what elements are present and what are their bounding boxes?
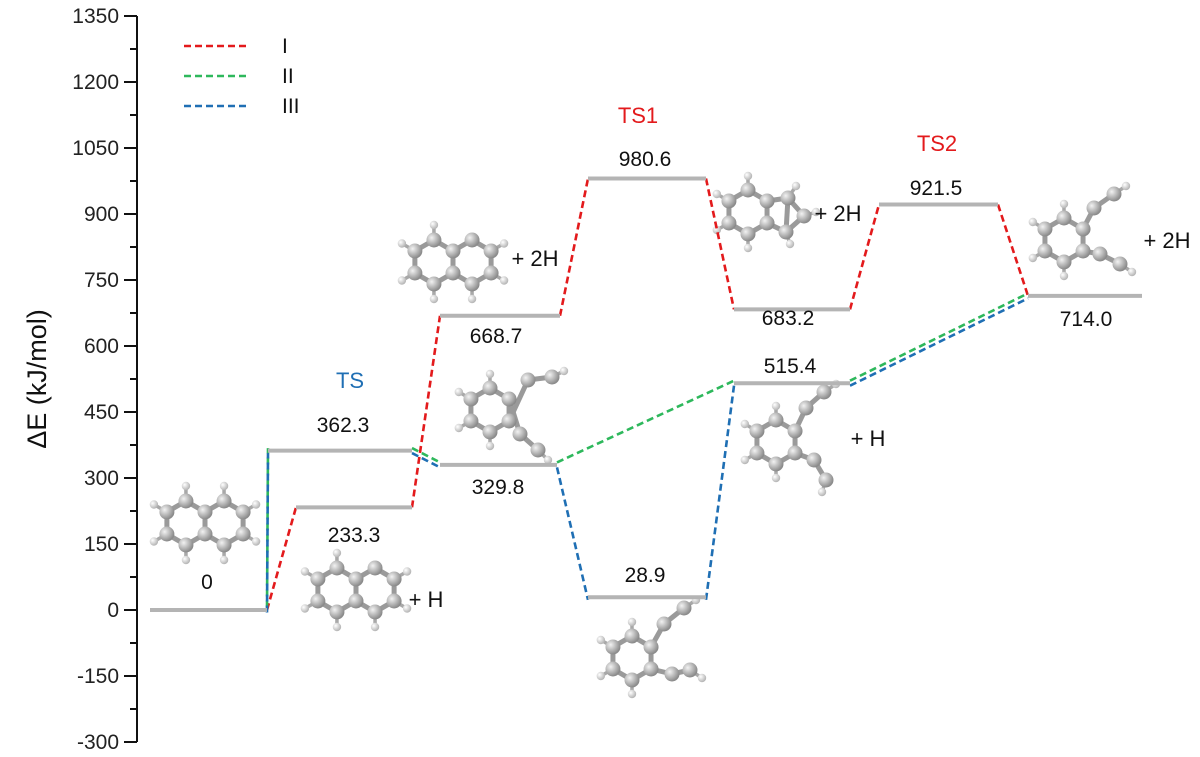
connector-lines [265,178,1030,613]
legend-label-I: I [282,35,288,58]
annotation-plus-h-2: + H [851,426,886,451]
molecule-illustrations [149,171,1137,699]
level-labels: 0 362.3 233.3 668.7 329.8 980.6 28.9 683.2 515.4… [201,148,1112,594]
annotation-ts2: TS2 [917,131,957,156]
connector-II-int6-final [849,292,1029,382]
level-label-ts2: 921.5 [910,177,963,200]
molecule-chain-b [596,595,707,699]
connector-II-ts-int3 [411,446,441,464]
molecule-chain-d [1028,181,1137,281]
annotation-plus-2h-3: + 2H [1143,228,1190,253]
annotation-ts: TS [336,368,364,393]
connector-I-ts2-final [996,204,1030,297]
level-label-int2: 668.7 [470,325,523,348]
y-tick-label: 300 [84,467,119,490]
level-label-int6: 515.4 [764,355,817,378]
y-tick-label: 0 [107,599,119,622]
molecule-naphthyl-h [300,548,412,632]
y-tick-label: 450 [84,401,119,424]
y-axis: -300 -150 0 150 300 450 600 750 900 1050 1200 1350Δ… [22,5,138,754]
molecule-chain-c [740,379,841,497]
connector-I-ts1-int5 [704,178,736,310]
connector-III-int3-int4 [555,467,590,601]
level-label-int3: 329.8 [472,476,525,499]
level-label-int4: 28.9 [625,564,666,587]
molecule-chain-a [454,366,569,465]
molecule-naphthyl-2h [397,220,509,304]
y-tick-label: 600 [84,335,119,358]
connector-I-start-int1 [265,506,298,611]
y-tick-label: 1050 [72,137,119,160]
level-label-final: 714.0 [1060,308,1113,331]
connector-III-int4-int6 [704,385,736,600]
connector-III-int6-final [849,297,1029,387]
y-tick-label: 900 [84,203,119,226]
connector-II-int3-int6 [556,379,735,464]
y-axis-title: ΔE (kJ/mol) [22,309,52,449]
y-tick-label: 1200 [72,71,119,94]
energy-levels [150,176,1142,612]
connector-I-int5-ts2 [848,204,881,310]
connector-I-int2-ts1 [558,178,590,317]
level-label-int1: 233.3 [328,524,381,547]
y-tick-label: 750 [84,269,119,292]
annotation-ts1: TS1 [618,103,658,128]
y-tick-label: 1350 [72,5,119,28]
level-label-ts: 362.3 [317,414,370,437]
molecule-fused-ring [712,171,821,253]
y-tick-label: 150 [84,533,119,556]
connector-I-int1-int2 [410,315,442,508]
y-tick-label: -150 [77,665,119,688]
level-label-ts1: 980.6 [619,148,672,171]
molecule-naphthalene [149,481,261,565]
connector-III-ts-int3 [411,451,441,469]
annotation-plus-h-1: + H [409,587,444,612]
legend-label-III: III [282,95,300,118]
connector-III-start-ts [265,453,270,613]
annotation-plus-2h-1: + 2H [511,246,558,271]
level-label-int5: 683.2 [762,307,815,330]
legend-label-II: II [282,65,294,88]
level-label-start: 0 [201,571,213,594]
annotation-plus-2h-2: + 2H [814,201,861,226]
y-tick-label: -300 [77,731,119,754]
